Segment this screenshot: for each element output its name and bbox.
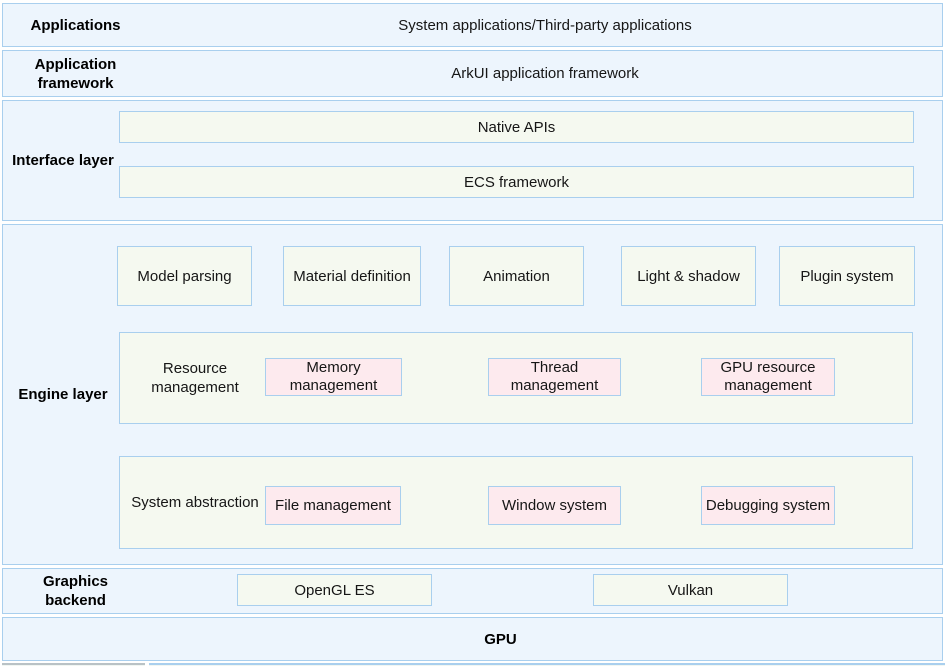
layer-applications-content: System applications/Third-party applicat… bbox=[398, 16, 692, 34]
box-debugging-system: Debugging system bbox=[701, 486, 835, 525]
box-opengl-es: OpenGL ES bbox=[237, 574, 432, 606]
layer-applications-label: Applications bbox=[30, 16, 121, 34]
box-gpu-resource-management: GPU resource management bbox=[701, 358, 835, 396]
box-memory-management: Memory management bbox=[265, 358, 402, 396]
layer-application-framework: Application framework ArkUI application … bbox=[2, 50, 943, 97]
group-system-abstraction: System abstraction File management Windo… bbox=[119, 456, 913, 549]
box-file-management: File management bbox=[265, 486, 401, 525]
layer-gpu-label: GPU bbox=[484, 630, 517, 648]
group-resource-management-label: Resource management bbox=[151, 360, 239, 396]
box-native-apis: Native APIs bbox=[119, 111, 914, 143]
layer-interface-label: Interface layer bbox=[12, 152, 114, 169]
group-resource-management: Resource management Memory management Th… bbox=[119, 332, 913, 424]
layer-interface: Interface layer Native APIs ECS framewor… bbox=[2, 100, 943, 221]
layer-engine: Engine layer Model parsing Material defi… bbox=[2, 224, 943, 565]
layer-application-framework-content: ArkUI application framework bbox=[451, 65, 639, 82]
layer-applications: Applications System applications/Third-p… bbox=[2, 3, 943, 47]
box-light-shadow: Light & shadow bbox=[621, 246, 756, 306]
layer-application-framework-label: Application framework bbox=[34, 55, 117, 92]
layer-graphics-backend-label: Graphics backend bbox=[42, 573, 109, 609]
box-thread-management: Thread management bbox=[488, 358, 621, 396]
box-vulkan: Vulkan bbox=[593, 574, 788, 606]
box-plugin-system: Plugin system bbox=[779, 246, 915, 306]
layer-engine-label: Engine layer bbox=[18, 386, 108, 403]
partial-bottom-box-right bbox=[149, 663, 945, 666]
layer-graphics-backend: Graphics backend OpenGL ES Vulkan bbox=[2, 568, 943, 614]
layer-gpu: GPU bbox=[2, 617, 943, 661]
box-material-definition: Material definition bbox=[283, 246, 421, 306]
partial-bottom-box-left bbox=[2, 663, 145, 666]
box-window-system: Window system bbox=[488, 486, 621, 525]
box-model-parsing: Model parsing bbox=[117, 246, 252, 306]
box-ecs-framework: ECS framework bbox=[119, 166, 914, 198]
group-system-abstraction-label: System abstraction bbox=[131, 494, 259, 511]
box-animation: Animation bbox=[449, 246, 584, 306]
